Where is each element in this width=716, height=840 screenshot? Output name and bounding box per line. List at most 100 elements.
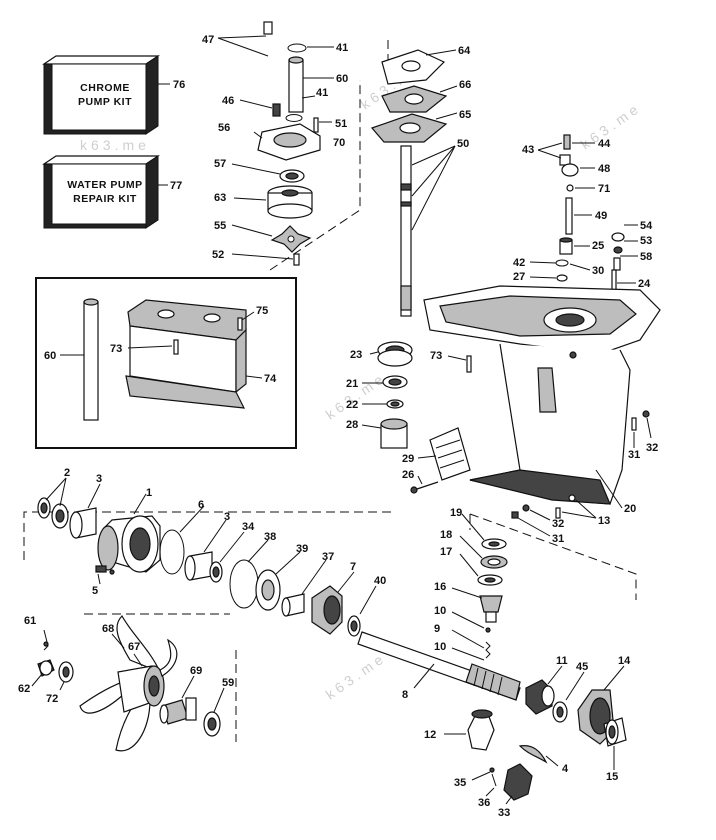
callout-50: 50 <box>457 138 469 150</box>
callout-34: 34 <box>242 521 255 533</box>
pinion-gear-stack: 19 18 17 16 10 9 10 <box>434 507 508 661</box>
callout-3-right: 3 <box>224 511 230 523</box>
callout-61: 61 <box>24 615 36 627</box>
callout-74: 74 <box>264 373 277 385</box>
callout-42: 42 <box>513 257 525 269</box>
callout-30: 30 <box>592 265 604 277</box>
exhaust-housing-inset: 60 73 75 74 <box>35 277 297 449</box>
water-pump-kit-line2: REPAIR KIT <box>73 193 137 205</box>
callout-55: 55 <box>214 220 226 232</box>
callout-53: 53 <box>640 235 652 247</box>
callout-20: 20 <box>624 503 636 515</box>
callout-44: 44 <box>598 138 611 150</box>
callout-29: 29 <box>402 453 414 465</box>
chrome-pump-kit-line1: CHROME <box>80 82 130 94</box>
callout-64: 64 <box>458 45 471 57</box>
callout-27: 27 <box>513 271 525 283</box>
water-pump-group: 47 41 60 41 46 51 70 56 57 <box>202 21 361 271</box>
callout-52: 52 <box>212 249 224 261</box>
callout-77: 77 <box>170 180 182 192</box>
callout-58: 58 <box>640 251 652 263</box>
callout-28: 28 <box>346 419 358 431</box>
callout-36: 36 <box>478 797 490 809</box>
callout-16: 16 <box>434 581 446 593</box>
callout-9: 9 <box>434 623 440 635</box>
drive-shaft-group: 64 66 65 50 <box>370 40 471 317</box>
bearing-carrier-assembly: 2 3 1 5 6 3 34 38 39 37 <box>23 467 396 637</box>
callout-18: 18 <box>440 529 452 541</box>
callout-19: 19 <box>450 507 462 519</box>
callout-3-left: 3 <box>96 473 102 485</box>
callout-65: 65 <box>459 109 471 121</box>
callout-13: 13 <box>598 515 610 527</box>
callout-32-right: 32 <box>646 442 658 454</box>
callout-71: 71 <box>598 183 610 195</box>
callout-4: 4 <box>562 763 569 775</box>
callout-60-top: 60 <box>336 73 348 85</box>
callout-76: 76 <box>173 79 185 91</box>
callout-43: 43 <box>522 144 534 156</box>
callout-62: 62 <box>18 683 30 695</box>
callout-15: 15 <box>606 771 618 783</box>
callout-24: 24 <box>638 278 651 290</box>
callout-72: 72 <box>46 693 58 705</box>
callout-26: 26 <box>402 469 414 481</box>
callout-54: 54 <box>640 220 653 232</box>
callout-31-lower: 31 <box>552 533 564 545</box>
callout-17: 17 <box>440 546 452 558</box>
callout-12: 12 <box>424 729 436 741</box>
callout-46: 46 <box>222 95 234 107</box>
callout-73-inset: 73 <box>110 343 122 355</box>
callout-51: 51 <box>335 118 347 130</box>
water-pump-repair-kit-box: WATER PUMP REPAIR KIT 77 <box>42 155 182 229</box>
callout-14: 14 <box>618 655 631 667</box>
callout-40: 40 <box>374 575 386 587</box>
watermark-8: k63.me <box>323 649 389 702</box>
callout-59: 59 <box>222 677 234 689</box>
propeller-assembly: 61 62 72 68 67 69 59 <box>18 613 237 752</box>
callout-38: 38 <box>264 531 276 543</box>
callout-37: 37 <box>322 551 334 563</box>
callout-67: 67 <box>128 641 140 653</box>
callout-73-right: 73 <box>430 350 442 362</box>
callout-32-lower: 32 <box>552 518 564 530</box>
callout-57: 57 <box>214 158 226 170</box>
callout-39: 39 <box>296 543 308 555</box>
callout-70: 70 <box>333 137 345 149</box>
callout-5: 5 <box>92 585 98 597</box>
callout-48: 48 <box>598 163 610 175</box>
side-screws: 31 32 <box>628 410 658 461</box>
lower-screws-13: 32 31 13 <box>511 494 610 545</box>
gearcase-housing: 20 <box>423 285 661 515</box>
callout-11: 11 <box>556 655 568 667</box>
callout-56: 56 <box>218 122 230 134</box>
callout-31-right: 31 <box>628 449 640 461</box>
callout-41-top: 41 <box>336 42 348 54</box>
callout-33: 33 <box>498 807 510 819</box>
callout-45: 45 <box>576 661 588 673</box>
callout-10-upper: 10 <box>434 605 446 617</box>
watermark-3: k63.me <box>578 99 644 152</box>
chrome-pump-kit-line2: PUMP KIT <box>78 96 132 108</box>
callout-68: 68 <box>102 623 114 635</box>
callout-2: 2 <box>64 467 70 479</box>
callout-1: 1 <box>146 487 152 499</box>
water-pump-kit-line1: WATER PUMP <box>67 179 142 191</box>
callout-60-inset: 60 <box>44 350 56 362</box>
callout-66: 66 <box>459 79 471 91</box>
callout-10-lower: 10 <box>434 641 446 653</box>
bearing-stack: 23 21 22 28 <box>346 341 413 449</box>
callout-8: 8 <box>402 689 408 701</box>
callout-75: 75 <box>256 305 268 317</box>
callout-49: 49 <box>595 210 607 222</box>
callout-63: 63 <box>214 192 226 204</box>
callout-41-mid: 41 <box>316 87 328 99</box>
callout-7: 7 <box>350 561 356 573</box>
propeller-shaft-group: 8 11 45 14 15 12 4 35 <box>357 513 637 819</box>
callout-23: 23 <box>350 349 362 361</box>
watermark-1: k63.me <box>80 137 150 153</box>
chrome-pump-kit-box: CHROME PUMP KIT 76 <box>42 55 185 135</box>
callout-35: 35 <box>454 777 466 789</box>
cover-plate-29: 29 26 <box>402 427 471 494</box>
